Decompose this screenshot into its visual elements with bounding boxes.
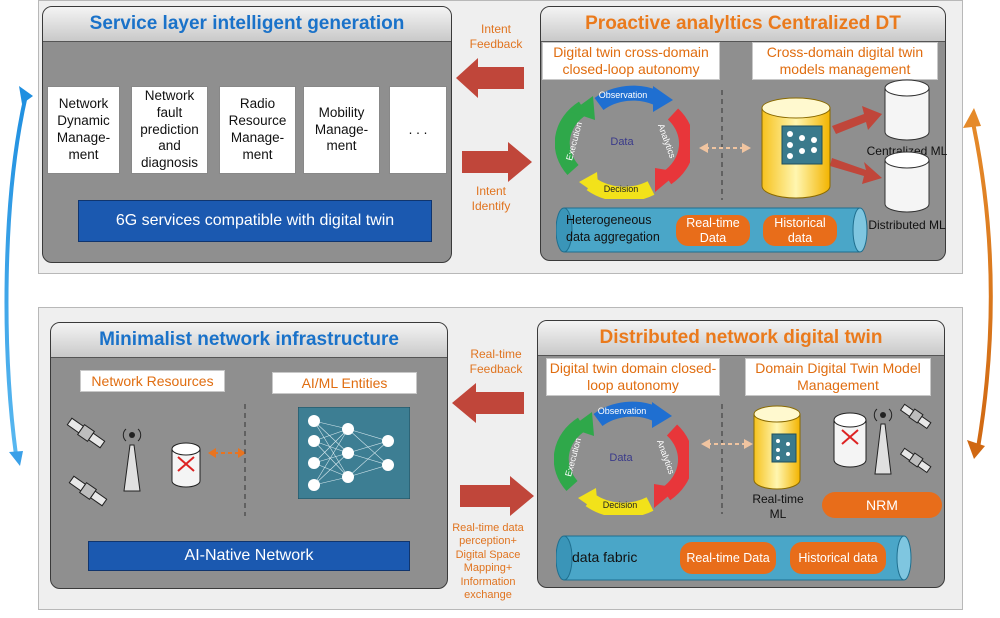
- panel-title: Minimalist network infrastructure: [51, 323, 447, 358]
- pipe-text: data fabric: [572, 549, 638, 565]
- pill-historical-data: Historical data: [790, 542, 886, 574]
- closed-loop-cycle-bottom: Data Observation Analytics Decision Exec…: [554, 401, 689, 515]
- intent-identify-label: Intent Identify: [471, 184, 511, 213]
- model-database-cylinder: [761, 97, 831, 199]
- service-box-more: . . .: [389, 86, 447, 174]
- panel-title: Service layer intelligent generation: [43, 7, 451, 42]
- cycle-analytics-label: Analytics: [656, 122, 678, 160]
- ml-arrows: [830, 106, 882, 184]
- cycle-decision-label: Decision: [604, 184, 639, 194]
- realtime-ml-label: Real-time ML: [752, 492, 804, 521]
- label-cross-domain-models: Cross-domain digital twin models managem…: [752, 42, 938, 80]
- nrm-pill: NRM: [822, 492, 942, 518]
- satellite-icon-2: [899, 447, 932, 474]
- ai-ml-network-icon: [298, 407, 410, 499]
- centralized-ml-label: Centralized ML: [866, 144, 948, 158]
- centralized-ml-cylinder: [884, 79, 930, 141]
- cycle-observation-label: Observation: [598, 406, 647, 416]
- top-right-connector: [699, 90, 751, 200]
- label-ai-ml-entities: AI/ML Entities: [272, 372, 417, 394]
- cycle-observation-label: Observation: [599, 90, 648, 100]
- service-box-2: Network fault prediction and diagnosis: [131, 86, 208, 174]
- distributed-ml-label: Distributed ML: [868, 218, 946, 232]
- panel-title: Distributed network digital twin: [538, 321, 944, 356]
- bottom-right-connector: [701, 404, 753, 514]
- realtime-perception-label: Real-time data perception+ Digital Space…: [452, 522, 524, 602]
- label-network-resources: Network Resources: [80, 370, 225, 392]
- service-box-3: Radio Resource Manage-ment: [219, 86, 296, 174]
- antenna-tower-icon: [873, 408, 893, 475]
- pill-realtime-data: Real-time Data: [680, 542, 776, 574]
- intent-identify-arrow: [462, 142, 532, 182]
- realtime-perception-arrow: [460, 476, 534, 516]
- satellite-icon-1: [899, 403, 932, 430]
- cycle-center-label: Data: [609, 452, 633, 464]
- domain-resources-icons: [833, 403, 932, 475]
- pipe-text: Heterogeneous data aggregation: [566, 213, 660, 244]
- intent-feedback-label: Intent Feedback: [469, 22, 523, 51]
- right-curved-arrow: [970, 117, 993, 449]
- router-icon: [171, 442, 201, 488]
- resources-ai-connector: [208, 448, 246, 458]
- distributed-ml-cylinder: [884, 151, 930, 213]
- satellite-icon-1: [66, 417, 106, 449]
- cycle-decision-label: Decision: [603, 500, 638, 510]
- router-icon: [833, 412, 867, 468]
- bottom-left-separator: [244, 404, 246, 516]
- ai-native-network-bar: AI-Native Network: [88, 541, 410, 571]
- pill-realtime-data: Real-time Data: [676, 215, 750, 246]
- label-domain-model-management: Domain Digital Twin Model Management: [745, 358, 931, 396]
- cycle-center-label: Data: [610, 136, 634, 148]
- left-arrow-head-bottom: [9, 451, 23, 466]
- service-box-4: Mobility Manage-ment: [303, 86, 380, 174]
- label-domain-autonomy: Digital twin domain closed-loop autonomy: [546, 358, 720, 396]
- cycle-analytics-label: Analytics: [655, 438, 677, 476]
- satellite-icon-2: [68, 475, 108, 507]
- right-arrow-head-top: [963, 108, 981, 128]
- realtime-ml-cylinder: [753, 405, 801, 490]
- realtime-feedback-arrow: [452, 383, 524, 423]
- antenna-tower-icon: [122, 428, 142, 492]
- realtime-feedback-label: Real-time Feedback: [469, 347, 523, 376]
- panel-title: Proactive analyltics Centralized DT: [541, 7, 945, 42]
- pill-historical-data: Historical data: [763, 215, 837, 246]
- intent-feedback-arrow: [456, 58, 524, 98]
- right-arrow-head-bottom: [967, 440, 985, 459]
- left-arrow-head-top: [19, 86, 33, 104]
- label-cross-domain-autonomy: Digital twin cross-domain closed-loop au…: [542, 42, 720, 80]
- network-resources-icons: [66, 417, 246, 507]
- service-box-1: Network Dynamic Manage-ment: [47, 86, 120, 174]
- left-curved-arrow: [4, 94, 28, 456]
- services-bar: 6G services compatible with digital twin: [78, 200, 432, 242]
- closed-loop-cycle-top: Data Observation Analytics Decision Exec…: [555, 85, 690, 199]
